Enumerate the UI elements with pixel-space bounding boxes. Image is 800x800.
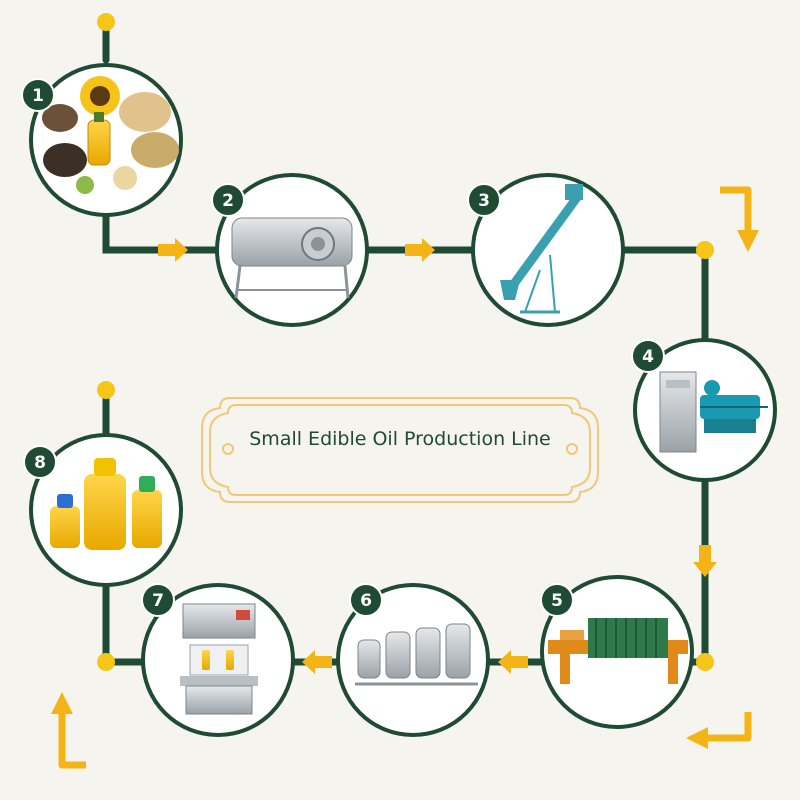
refining-tanks-illustration bbox=[355, 623, 478, 686]
step-4-number: 4 bbox=[642, 347, 654, 367]
dot-right-bottom bbox=[696, 653, 714, 671]
corner-arrow-head-1 bbox=[737, 230, 759, 252]
corner-arrow-head-2 bbox=[686, 727, 708, 749]
corner-arrow-bottom-left bbox=[58, 712, 86, 769]
step-8-badge: 8 bbox=[23, 445, 57, 479]
step-3-circle bbox=[471, 173, 625, 327]
step-2-circle bbox=[215, 173, 369, 327]
arrow-right-2 bbox=[405, 238, 435, 262]
step-2-badge: 2 bbox=[211, 183, 245, 217]
step-6-badge: 6 bbox=[349, 583, 383, 617]
step-7-number: 7 bbox=[152, 591, 164, 611]
flow-arrows bbox=[158, 238, 717, 674]
arrow-left-2 bbox=[302, 650, 332, 674]
step-3-number: 3 bbox=[478, 191, 490, 211]
seeds-illustration bbox=[42, 76, 179, 194]
step-6-circle bbox=[336, 583, 490, 737]
oil-bottles-illustration bbox=[50, 458, 162, 550]
corner-arrows bbox=[58, 186, 752, 769]
corner-arrow-head-3 bbox=[51, 692, 73, 714]
dot-top bbox=[97, 13, 115, 31]
diagram-title: Small Edible Oil Production Line bbox=[249, 428, 551, 450]
roaster-illustration bbox=[231, 217, 353, 299]
step-4-badge: 4 bbox=[631, 339, 665, 373]
step-8-circle bbox=[29, 433, 183, 587]
oil-press-illustration bbox=[659, 371, 768, 453]
step-7-circle bbox=[141, 583, 295, 737]
title-frame bbox=[201, 397, 599, 503]
arrow-right-1 bbox=[158, 238, 188, 262]
filter-press-illustration bbox=[548, 618, 688, 684]
step-1-badge: 1 bbox=[21, 78, 55, 112]
step-5-circle bbox=[540, 575, 694, 729]
step-2-number: 2 bbox=[222, 191, 234, 211]
step-7-badge: 7 bbox=[141, 583, 175, 617]
corner-arrow-top-right bbox=[720, 186, 752, 232]
node-dots bbox=[97, 13, 714, 671]
dot-left-bottom bbox=[97, 653, 115, 671]
step-1-number: 1 bbox=[32, 86, 44, 106]
step-5-badge: 5 bbox=[540, 583, 574, 617]
dot-left-top bbox=[97, 381, 115, 399]
sunflower-icon bbox=[80, 76, 120, 116]
corner-arrow-heads bbox=[51, 230, 759, 749]
arrow-left-1 bbox=[498, 650, 528, 674]
step-3-badge: 3 bbox=[467, 183, 501, 217]
step-badges: 1 2 3 4 5 6 7 8 bbox=[21, 78, 665, 617]
elevator-illustration bbox=[500, 184, 583, 314]
filling-machine-illustration bbox=[180, 603, 258, 715]
corner-arrow-bottom-right bbox=[706, 712, 752, 742]
arrow-down-1 bbox=[693, 545, 717, 577]
step-1-circle bbox=[29, 63, 183, 217]
step-6-number: 6 bbox=[360, 591, 372, 611]
dot-right-top bbox=[696, 241, 714, 259]
connector-lines bbox=[102, 18, 709, 666]
step-5-number: 5 bbox=[551, 591, 563, 611]
step-4-circle bbox=[633, 338, 777, 482]
step-8-number: 8 bbox=[34, 453, 46, 473]
